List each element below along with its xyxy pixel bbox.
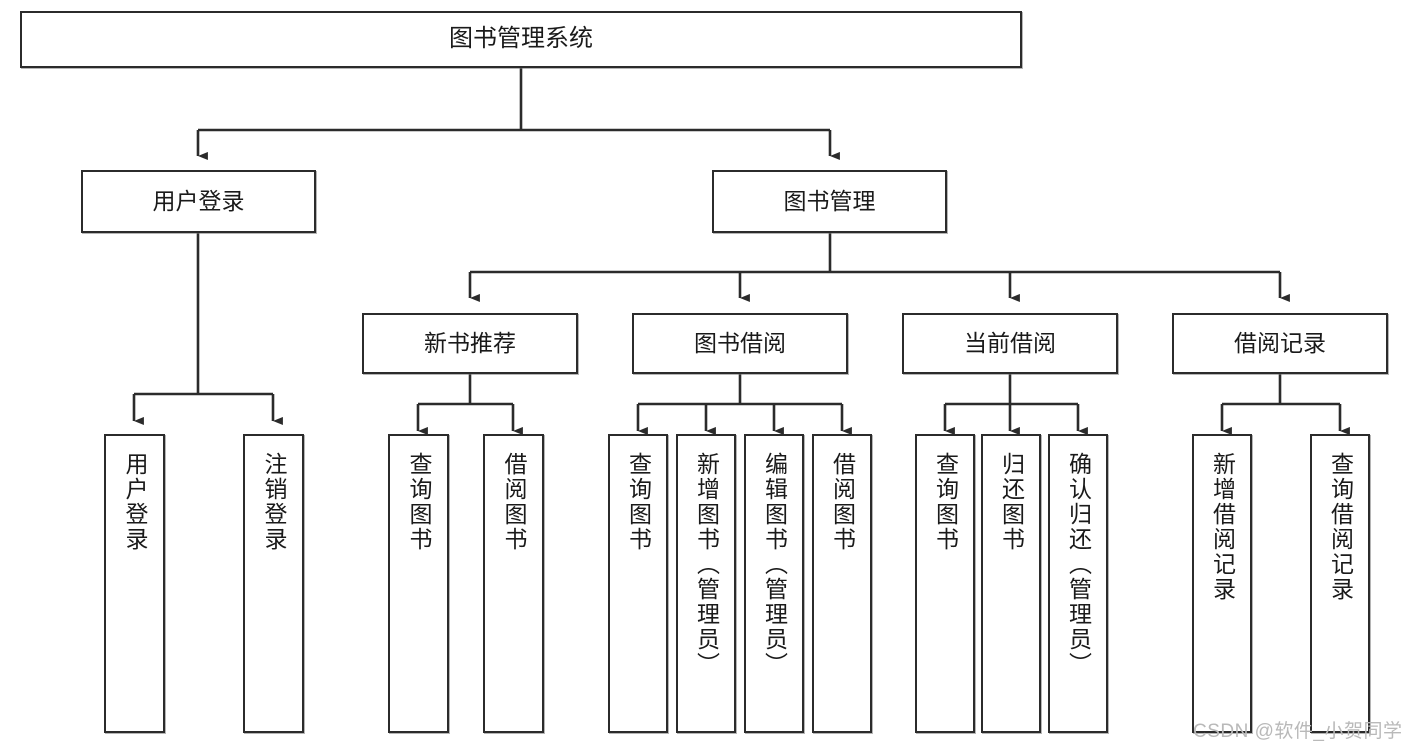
node-leaf-user-login-label: 用户登录 — [122, 452, 148, 552]
node-leaf-query-book-2[interactable]: 查询图书 — [608, 434, 668, 733]
node-leaf-borrow-book-1[interactable]: 借阅图书 — [483, 434, 544, 733]
node-book-management-label: 图书管理 — [783, 187, 876, 214]
node-leaf-return-book-label: 归还图书 — [998, 452, 1025, 552]
node-leaf-query-book-3[interactable]: 查询图书 — [915, 434, 975, 733]
node-leaf-edit-book[interactable]: 编辑图书（管理员） — [744, 434, 804, 733]
node-leaf-add-book-label: 新增图书（管理员） — [693, 452, 720, 677]
node-leaf-query-record-label: 查询借阅记录 — [1327, 452, 1354, 602]
node-leaf-query-book-2-label: 查询图书 — [625, 452, 652, 552]
node-book-borrow-label: 图书借阅 — [694, 329, 786, 356]
node-leaf-confirm-return-label: 确认归还（管理员） — [1065, 452, 1092, 677]
node-borrow-record-label: 借阅记录 — [1234, 329, 1326, 356]
node-leaf-borrow-book-1-label: 借阅图书 — [501, 452, 527, 552]
node-user-login-label: 用户登录 — [152, 187, 245, 214]
node-root-label: 图书管理系统 — [449, 25, 593, 53]
node-leaf-confirm-return[interactable]: 确认归还（管理员） — [1048, 434, 1108, 733]
node-leaf-logout-login-label: 注销登录 — [261, 452, 287, 552]
node-leaf-add-record[interactable]: 新增借阅记录 — [1192, 434, 1252, 733]
node-leaf-borrow-book-2-label: 借阅图书 — [829, 452, 856, 552]
node-book-borrow[interactable]: 图书借阅 — [632, 313, 848, 374]
node-leaf-query-book-3-label: 查询图书 — [932, 452, 959, 552]
node-current-borrow[interactable]: 当前借阅 — [902, 313, 1118, 374]
node-new-book-recommend[interactable]: 新书推荐 — [362, 313, 578, 374]
node-leaf-add-record-label: 新增借阅记录 — [1209, 452, 1236, 602]
node-root[interactable]: 图书管理系统 — [20, 11, 1022, 68]
node-book-management[interactable]: 图书管理 — [712, 170, 947, 233]
node-leaf-edit-book-label: 编辑图书（管理员） — [761, 452, 788, 677]
node-new-book-recommend-label: 新书推荐 — [424, 329, 516, 356]
node-leaf-query-book-1-label: 查询图书 — [406, 452, 432, 552]
node-current-borrow-label: 当前借阅 — [964, 329, 1056, 356]
node-leaf-query-record[interactable]: 查询借阅记录 — [1310, 434, 1370, 733]
node-user-login[interactable]: 用户登录 — [81, 170, 316, 233]
node-leaf-query-book-1[interactable]: 查询图书 — [388, 434, 449, 733]
node-leaf-borrow-book-2[interactable]: 借阅图书 — [812, 434, 872, 733]
node-leaf-logout-login[interactable]: 注销登录 — [243, 434, 304, 733]
node-leaf-add-book[interactable]: 新增图书（管理员） — [676, 434, 736, 733]
node-borrow-record[interactable]: 借阅记录 — [1172, 313, 1388, 374]
node-leaf-return-book[interactable]: 归还图书 — [981, 434, 1041, 733]
node-leaf-user-login[interactable]: 用户登录 — [104, 434, 165, 733]
csdn-watermark: CSDN @软件_小贺同学 — [1193, 721, 1403, 742]
